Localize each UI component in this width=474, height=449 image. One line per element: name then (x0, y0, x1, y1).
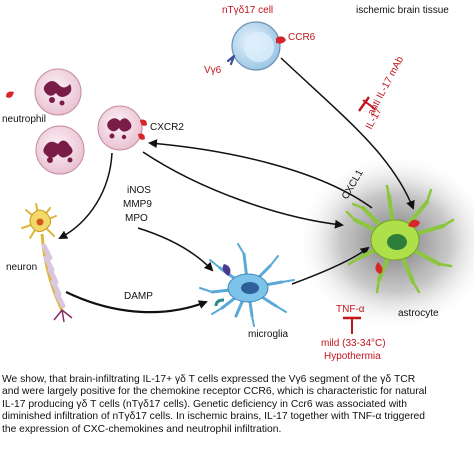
vg6-label: Vγ6 (204, 65, 222, 76)
region-label: ischemic brain tissue (356, 5, 449, 16)
anti-il17-label: anti IL-17 mAb (366, 54, 406, 117)
neutrophil-label: neutrophil (2, 114, 46, 125)
damp-label: DAMP (124, 291, 153, 302)
caption-line: the expression of CXC-chemokines and neu… (2, 423, 282, 435)
tcell-label: nTγδ17 cell (222, 5, 273, 16)
caption-line: diminished infiltration of nTγδ17 cells.… (2, 411, 425, 423)
inos-label: iNOS (127, 185, 151, 196)
hypothermia-temp-label: mild (33-34°C) (321, 338, 386, 349)
neutrophil-to-microglia-arrow (137, 227, 214, 272)
tnfa-label: TNF-α (336, 304, 365, 315)
caption-line: IL-17 producing γδ T cells (nTγδ17 cells… (2, 398, 408, 410)
caption-line: and were largely positive for the chemok… (2, 386, 427, 398)
hypothermia-label: Hypothermia (324, 351, 381, 362)
neutrophil-icon (97, 105, 147, 151)
astrocyte-label: astrocyte (398, 308, 439, 319)
neutrophil-to-astrocyte-arrow (142, 151, 344, 229)
cxcr2-label: CXCR2 (150, 122, 184, 133)
mmp9-label: MMP9 (123, 199, 152, 210)
neuron-label: neuron (6, 262, 37, 273)
caption: We show, that brain-infiltrating IL-17+ … (2, 374, 472, 436)
astrocyte-icon (345, 184, 455, 294)
cxcl1-arrow (148, 139, 373, 209)
neutrophil-to-neuron-arrow (58, 152, 113, 239)
diagram-canvas: ischemic brain tissue nTγδ17 cell CCR6 V… (2, 5, 474, 362)
neuron-icon (21, 203, 73, 323)
anti-il17-inhibit-bar (358, 96, 370, 112)
ccr6-label: CCR6 (288, 32, 316, 43)
receptor-icon (6, 91, 14, 98)
mpo-label: MPO (125, 213, 148, 224)
neutrophil-icon (35, 125, 85, 175)
damp-arrow (65, 291, 208, 314)
microglia-label: microglia (248, 329, 288, 340)
il17-arrow (280, 57, 415, 210)
tcell-icon (226, 21, 286, 71)
neutrophil-icon (34, 68, 82, 116)
microglia-icon (199, 243, 295, 327)
caption-line: We show, that brain-infiltrating IL-17+ … (2, 374, 416, 385)
microglia-to-astrocyte-arrow (291, 246, 370, 285)
